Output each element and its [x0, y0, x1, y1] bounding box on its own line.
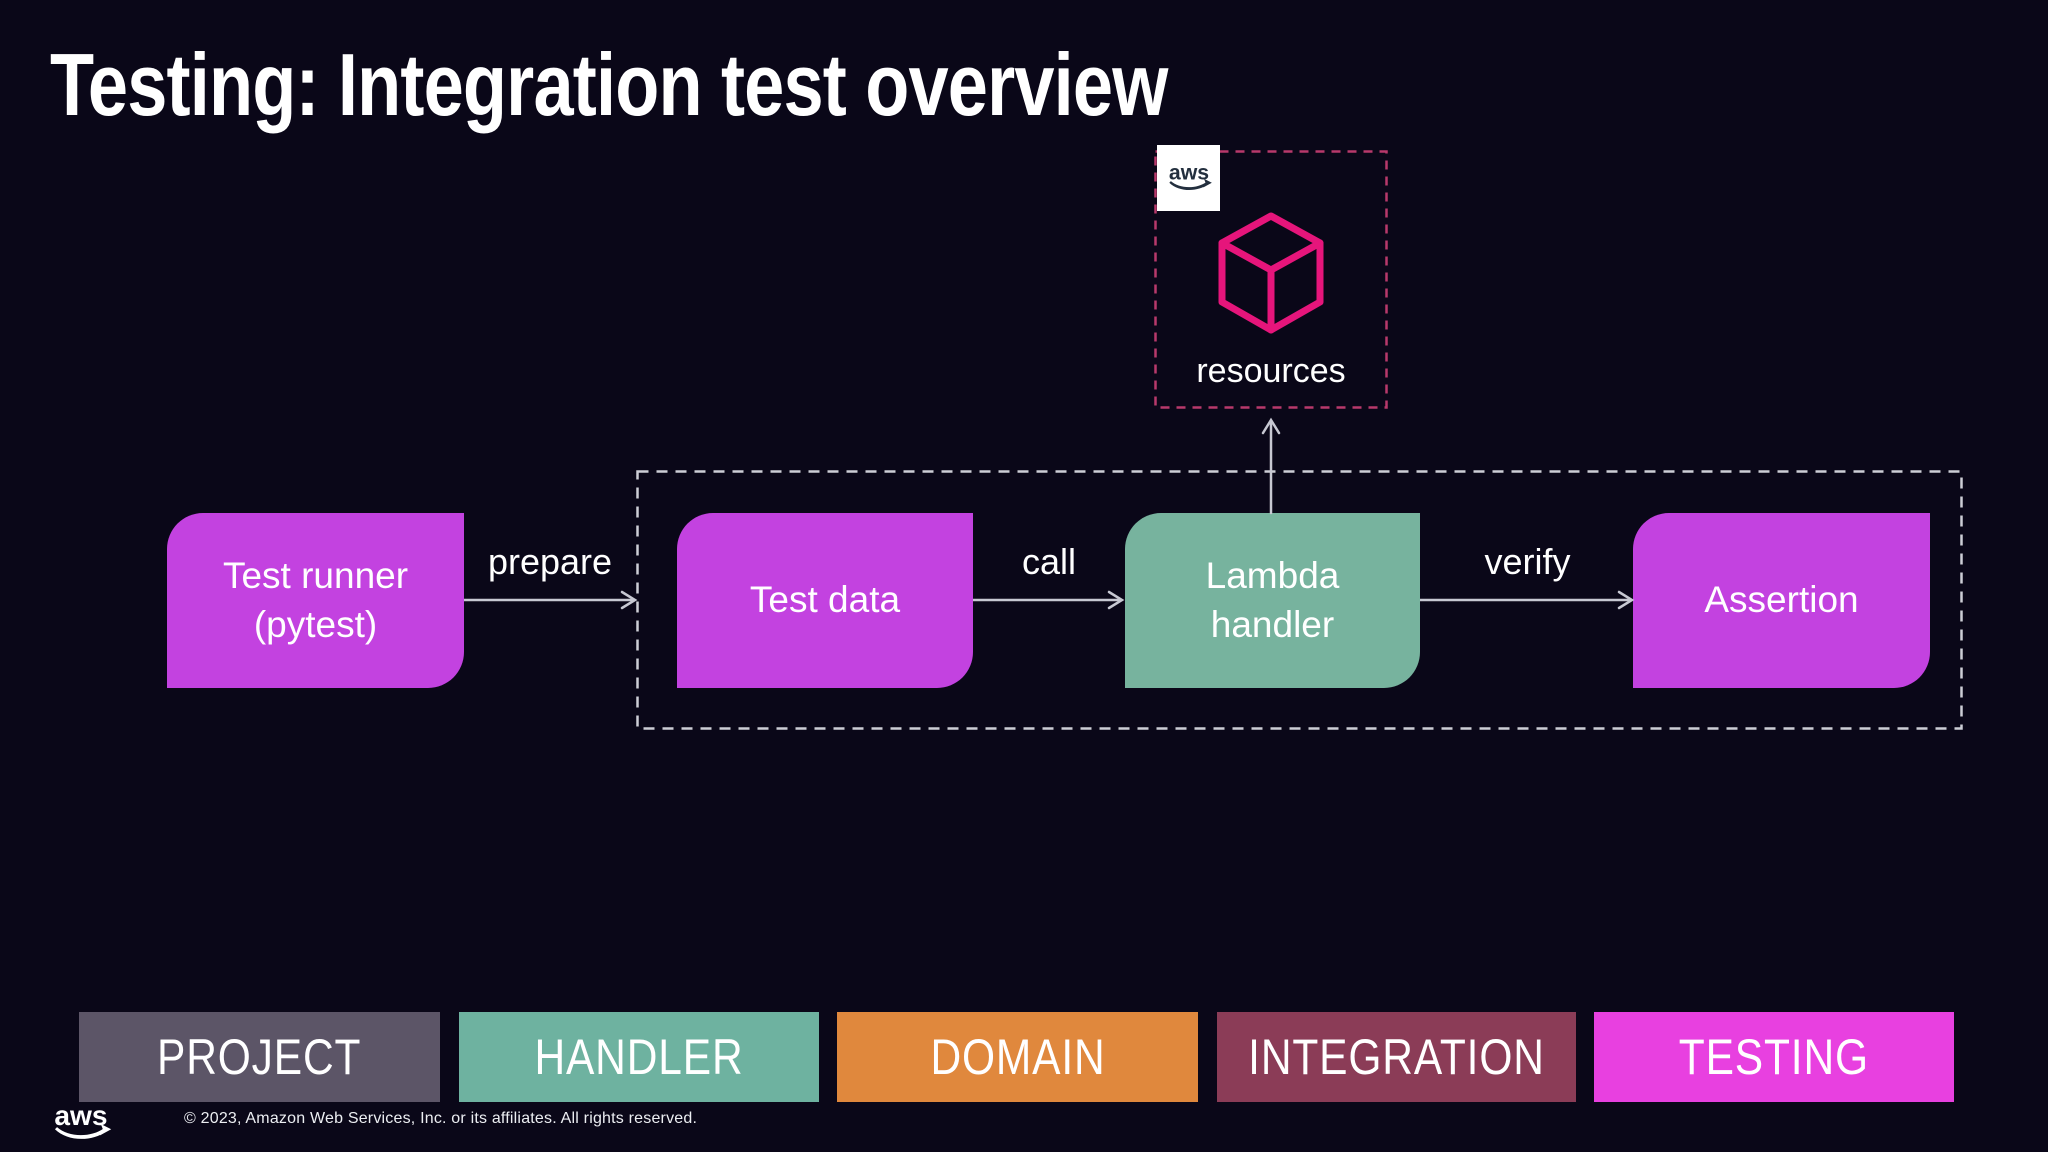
- resources-dashed-border: [1154, 150, 1388, 409]
- tag-handler: HANDLER: [459, 1012, 819, 1102]
- node-label-line: (pytest): [253, 603, 378, 645]
- tag-label: DOMAIN: [929, 1029, 1106, 1085]
- page-title: Testing: Integration test overview: [50, 35, 1168, 134]
- node-assertion: Assertion: [1633, 513, 1930, 688]
- aws-badge: aws: [1157, 145, 1220, 211]
- arrow-lambda-to-resources-icon: [1261, 417, 1281, 515]
- arrow-verify-icon: [1420, 590, 1635, 610]
- tag-label: TESTING: [1678, 1029, 1870, 1085]
- resources-group-box: aws resources: [1154, 145, 1388, 409]
- node-test-runner: Test runner (pytest): [167, 513, 464, 688]
- resource-cube-icon: [1215, 210, 1327, 336]
- node-test-data: Test data: [677, 513, 973, 688]
- resources-label: resources: [1196, 352, 1346, 390]
- copyright-text: © 2023, Amazon Web Services, Inc. or its…: [184, 1110, 698, 1127]
- integration-scope-dashed-box: [636, 470, 1963, 730]
- arrow-call-icon: [973, 590, 1125, 610]
- arrow-label-prepare: prepare: [487, 541, 613, 582]
- svg-text:aws: aws: [1168, 161, 1208, 185]
- svg-text:aws: aws: [54, 1100, 107, 1131]
- tag-label: HANDLER: [534, 1029, 744, 1085]
- node-label-line: Test runner: [222, 554, 409, 596]
- tag-project: PROJECT: [79, 1012, 440, 1102]
- tag-label: PROJECT: [157, 1029, 362, 1085]
- node-label-line: Assertion: [1704, 579, 1859, 621]
- arrow-prepare-icon: [464, 590, 638, 610]
- tag-integration: INTEGRATION: [1217, 1012, 1576, 1102]
- node-label-line: handler: [1210, 603, 1335, 645]
- aws-footer-logo-icon: aws: [46, 1098, 116, 1148]
- node-label-line: Test data: [749, 579, 901, 621]
- aws-logo-icon: aws: [1168, 161, 1212, 191]
- arrow-label-verify: verify: [1484, 541, 1571, 582]
- node-lambda-handler: Lambda handler: [1125, 513, 1420, 688]
- node-label-line: Lambda: [1205, 554, 1340, 596]
- tag-domain: DOMAIN: [837, 1012, 1198, 1102]
- tag-testing: TESTING: [1594, 1012, 1954, 1102]
- tag-label: INTEGRATION: [1248, 1029, 1545, 1085]
- arrow-label-call: call: [1021, 541, 1077, 582]
